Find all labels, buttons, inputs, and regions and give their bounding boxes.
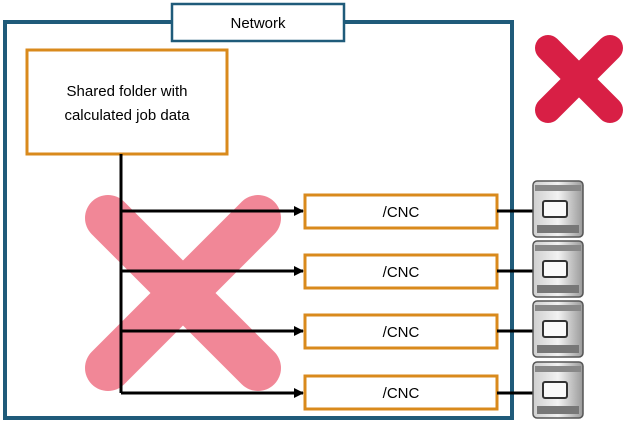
shared-folder-label-line1: Shared folder with	[67, 83, 188, 100]
cross-mark-icon	[535, 35, 623, 123]
machine-connectors	[497, 209, 538, 395]
cnc-machine-icon	[532, 300, 584, 358]
shared-folder-box	[25, 48, 229, 156]
network-label-box	[170, 2, 346, 43]
cnc-target-2: /CNC	[303, 253, 499, 290]
cnc-label: /CNC	[383, 204, 420, 221]
cnc-label: /CNC	[383, 264, 420, 281]
cnc-box	[303, 193, 499, 230]
cnc-machine-icon	[532, 180, 584, 238]
cnc-label: /CNC	[383, 324, 420, 341]
cnc-target-1: /CNC	[303, 193, 499, 230]
network-label: Network	[230, 15, 286, 32]
cnc-box	[303, 374, 499, 411]
distribution-lines	[119, 154, 304, 398]
cnc-target-4: /CNC	[303, 374, 499, 411]
cnc-label: /CNC	[383, 385, 420, 402]
cnc-machine-icon	[532, 361, 584, 419]
cnc-machine-icon	[532, 240, 584, 298]
cnc-box	[303, 253, 499, 290]
shared-folder-label-line2: calculated job data	[64, 107, 190, 124]
cnc-target-3: /CNC	[303, 313, 499, 350]
cross-mark-icon	[85, 195, 281, 391]
